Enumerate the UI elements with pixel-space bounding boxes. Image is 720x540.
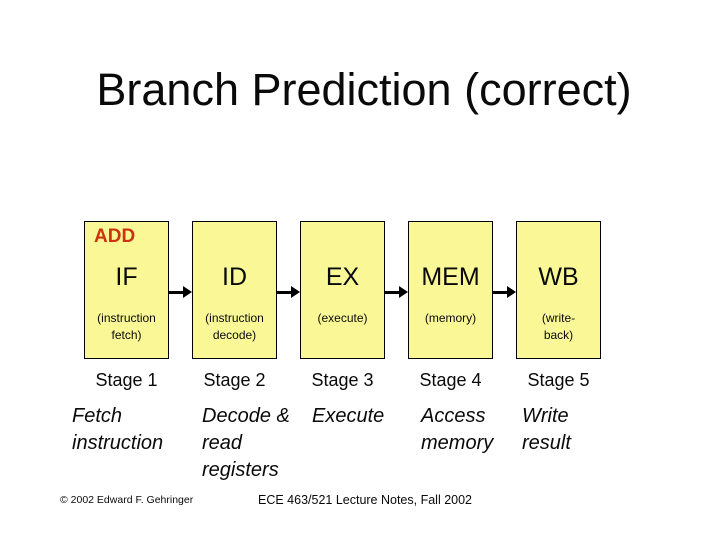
stage-description: Access memory [421, 405, 494, 454]
arrow-icon [385, 286, 408, 298]
pipeline-box-wb: WB (write- back) [516, 221, 601, 359]
instruction-label: ADD [94, 226, 136, 247]
pipeline-box-if: ADD IF (instruction fetch) [84, 221, 169, 359]
stage-acronym: ID [222, 263, 247, 291]
pipeline-box-mem: MEM (memory) [408, 221, 493, 359]
stage-subtitle: (instruction fetch) [97, 311, 156, 342]
stage-description: Execute [312, 405, 385, 427]
stage-subtitle: (instruction decode) [205, 311, 264, 342]
stage-number-label: Stage 5 [527, 370, 590, 390]
stage-description: Fetch instruction [72, 405, 164, 454]
stage-subtitle: (execute) [317, 311, 368, 325]
stage-subtitle: (write- back) [541, 311, 576, 342]
stage-number-label: Stage 2 [203, 370, 266, 390]
arrow-icon [169, 286, 192, 298]
footer-course: ECE 463/521 Lecture Notes, Fall 2002 [257, 493, 473, 507]
stage-description: Write result [522, 405, 571, 454]
stage-acronym: EX [325, 263, 360, 291]
pipeline-box-id: ID (instruction decode) [192, 221, 277, 359]
slide-title: Branch Prediction (correct) [96, 64, 632, 115]
stage-acronym: WB [538, 263, 579, 291]
stage-number-label: Stage 1 [95, 370, 158, 390]
stage-number-label: Stage 3 [311, 370, 374, 390]
stage-number-label: Stage 4 [419, 370, 482, 390]
stage-acronym: IF [115, 263, 138, 291]
stage-description: Decode & read registers [202, 405, 290, 481]
arrow-icon [493, 286, 516, 298]
stage-acronym: MEM [421, 263, 480, 291]
footer-copyright: © 2002 Edward F. Gehringer [60, 494, 194, 506]
pipeline-box-ex: EX (execute) [300, 221, 385, 359]
arrow-icon [277, 286, 300, 298]
stage-subtitle: (memory) [424, 311, 477, 325]
